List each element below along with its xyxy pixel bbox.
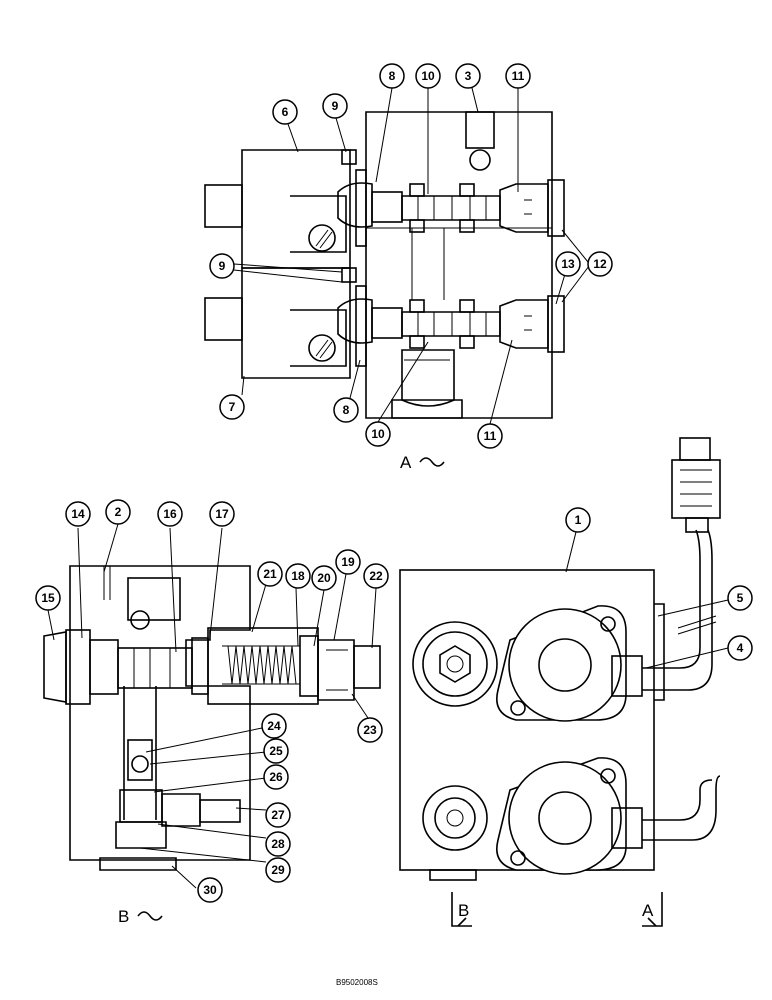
- callout-10-upper: 10: [415, 63, 441, 89]
- callout-label: 16: [163, 507, 177, 521]
- callout-2: 2: [105, 499, 131, 525]
- callout-9-lower: 9: [209, 253, 235, 279]
- view-a-caption: A: [400, 453, 412, 472]
- view-a-assembly: [204, 111, 565, 419]
- callout-8-lower: 8: [333, 397, 359, 423]
- section-marker-b-label: B: [458, 901, 469, 920]
- callout-18: 18: [285, 563, 311, 589]
- callout-22: 22: [363, 563, 389, 589]
- callout-label: 13: [561, 257, 575, 271]
- callout-3: 3: [455, 63, 481, 89]
- drawing-code: B9502008S: [336, 978, 378, 987]
- callout-label: 11: [484, 429, 497, 443]
- callout-label: 21: [263, 567, 277, 581]
- callout-label: 1: [575, 513, 582, 527]
- callout-label: 6: [282, 105, 289, 119]
- callout-9-upper: 9: [322, 93, 348, 119]
- callout-7: 7: [219, 394, 245, 420]
- valve-body-top-view: [399, 437, 721, 881]
- callout-30: 30: [197, 877, 223, 903]
- callout-19: 19: [335, 549, 361, 575]
- view-a-tilde: [419, 457, 445, 467]
- callout-label: 9: [219, 259, 226, 273]
- callout-12: 12: [587, 251, 613, 277]
- callout-label: 3: [465, 69, 472, 83]
- callout-1: 1: [565, 507, 591, 533]
- callout-14: 14: [65, 501, 91, 527]
- callout-label: 9: [332, 99, 339, 113]
- callout-label: 29: [271, 863, 285, 877]
- callout-label: 7: [229, 400, 236, 414]
- callout-11-lower: 11: [477, 423, 503, 449]
- callout-6: 6: [272, 99, 298, 125]
- section-marker-a: A: [642, 892, 663, 927]
- view-b-section: [43, 565, 381, 871]
- callout-21: 21: [257, 561, 283, 587]
- callout-label: 22: [369, 569, 383, 583]
- callout-label: 8: [343, 403, 350, 417]
- callout-20: 20: [311, 565, 337, 591]
- callout-27: 27: [265, 802, 291, 828]
- callout-label: 19: [341, 555, 355, 569]
- callout-label: 27: [271, 808, 285, 822]
- callout-15: 15: [35, 585, 61, 611]
- section-marker-b: B: [451, 892, 472, 927]
- callout-label: 23: [363, 723, 377, 737]
- callout-5: 5: [727, 585, 753, 611]
- callout-8-upper: 8: [379, 63, 405, 89]
- callout-label: 8: [389, 69, 396, 83]
- callout-11-upper: 11: [505, 63, 531, 89]
- callout-label: 28: [271, 837, 285, 851]
- view-b-caption: B: [118, 907, 129, 926]
- callout-10-lower: 10: [365, 421, 391, 447]
- callout-label: 10: [421, 69, 435, 83]
- callout-label: 25: [269, 744, 283, 758]
- section-marker-a-label: A: [642, 901, 654, 920]
- callout-17: 17: [209, 501, 235, 527]
- callout-label: 11: [512, 69, 525, 83]
- callout-16: 16: [157, 501, 183, 527]
- callout-label: 4: [737, 641, 744, 655]
- callout-23: 23: [357, 717, 383, 743]
- callout-label: 17: [215, 507, 229, 521]
- callout-label: 5: [737, 591, 744, 605]
- callout-26: 26: [263, 764, 289, 790]
- main-leader-lines: [565, 531, 729, 669]
- callout-label: 14: [71, 507, 85, 521]
- view-a-leader-lines: [233, 87, 593, 425]
- callout-25: 25: [263, 738, 289, 764]
- callout-label: 30: [203, 883, 217, 897]
- callout-29: 29: [265, 857, 291, 883]
- callout-label: 18: [291, 569, 305, 583]
- callout-label: 2: [115, 505, 122, 519]
- callout-label: 20: [317, 571, 331, 585]
- callout-label: 15: [41, 591, 55, 605]
- callout-label: 10: [371, 427, 385, 441]
- callout-28: 28: [265, 831, 291, 857]
- view-b-leader-lines: [47, 523, 377, 889]
- callout-24: 24: [261, 713, 287, 739]
- callout-label: 12: [593, 257, 607, 271]
- callout-4: 4: [727, 635, 753, 661]
- view-b-tilde: [137, 911, 163, 921]
- callout-label: 26: [269, 770, 283, 784]
- callout-13: 13: [555, 251, 581, 277]
- callout-label: 24: [267, 719, 281, 733]
